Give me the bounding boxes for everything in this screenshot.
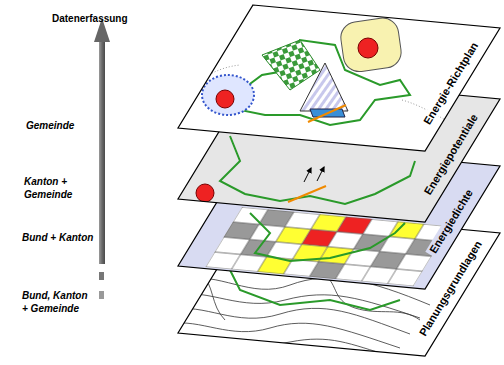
plan-layer: Energie-Richtplan [170, 5, 504, 155]
source-label: Bund + Kanton [22, 231, 96, 244]
data-arrow [94, 18, 110, 299]
column-title: Datenerfassung [52, 12, 128, 25]
source-label: Bund, Kanton + Gemeinde [22, 289, 94, 315]
source-label: Kanton + Gemeinde [24, 175, 94, 201]
source-label: Gemeinde [26, 119, 96, 132]
